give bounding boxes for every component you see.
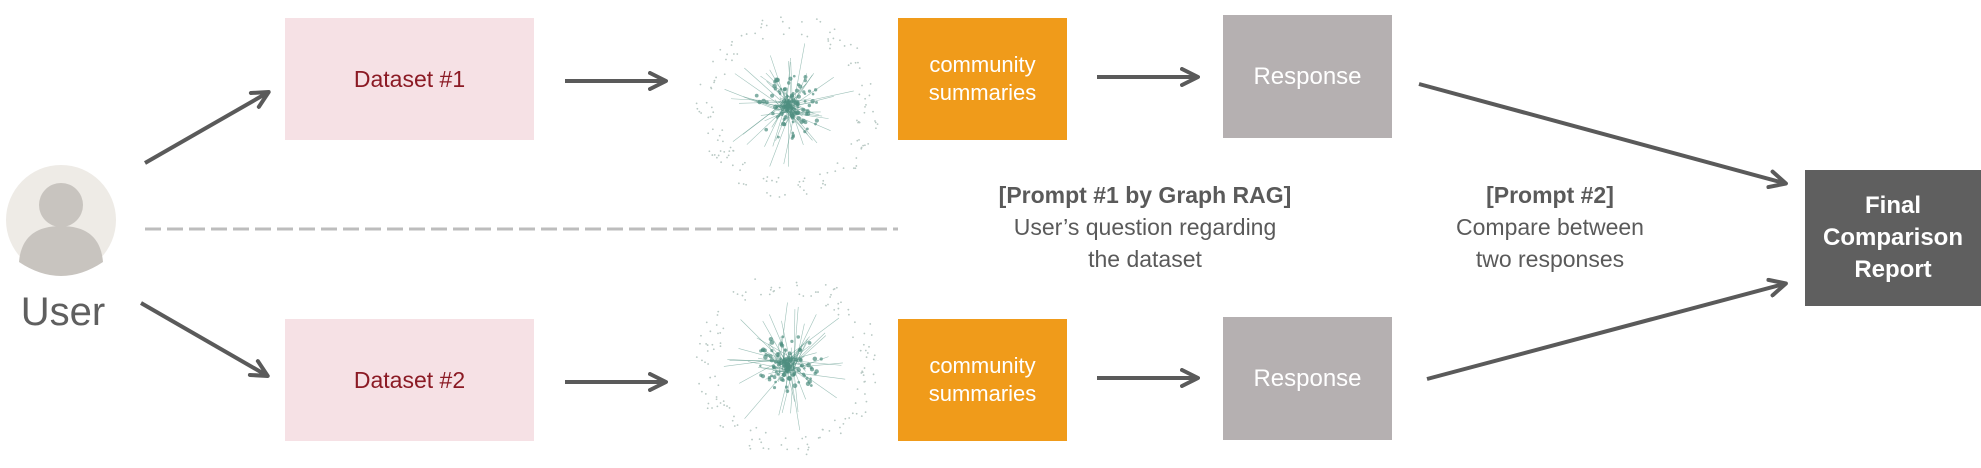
arrow-response-1-to-final	[1418, 82, 1788, 190]
arrow-user-to-dataset-1	[144, 90, 271, 165]
response-2-label: Response	[1253, 364, 1362, 392]
prompt-1-line1: User’s question regarding	[1013, 214, 1277, 240]
final-comparison-report-box: Final Comparison Report	[1805, 170, 1981, 306]
prompt-2-line2: two responses	[1475, 246, 1625, 272]
community-summaries-2-line2: summaries	[928, 381, 1037, 406]
prompt-2-caption: [Prompt #2] Compare between two response…	[1415, 179, 1685, 275]
user-label: User	[20, 290, 106, 334]
knowledge-graph-2	[695, 278, 877, 456]
community-summaries-1-line1: community	[929, 52, 1036, 77]
final-report-line3: Report	[1854, 256, 1932, 283]
knowledge-graph-1	[695, 16, 879, 198]
response-1-label: Response	[1253, 62, 1362, 90]
dataset-1-label: Dataset #1	[353, 65, 466, 92]
response-2-box: Response	[1223, 317, 1392, 440]
community-summaries-1-box: community summaries	[898, 18, 1067, 140]
prompt-1-title: [Prompt #1 by Graph RAG]	[998, 182, 1292, 208]
prompt-1-line2: the dataset	[1088, 246, 1202, 272]
arrow-user-to-dataset-2	[140, 301, 270, 378]
prompt-1-caption: [Prompt #1 by Graph RAG] User’s question…	[975, 179, 1315, 275]
prompt-2-line1: Compare between	[1456, 214, 1644, 240]
response-1-box: Response	[1223, 15, 1392, 138]
dataset-1-box: Dataset #1	[285, 18, 534, 140]
final-report-line2: Comparison	[1822, 224, 1963, 251]
dataset-2-label: Dataset #2	[353, 366, 466, 393]
arrow-response-2-to-final	[1426, 277, 1788, 381]
user-avatar-icon	[6, 165, 116, 276]
final-report-line1: Final	[1864, 192, 1921, 219]
community-summaries-2-box: community summaries	[898, 319, 1067, 441]
community-summaries-2-line1: community	[929, 353, 1036, 378]
community-summaries-1-line2: summaries	[928, 80, 1037, 105]
prompt-2-title: [Prompt #2]	[1486, 182, 1614, 208]
dataset-2-box: Dataset #2	[285, 319, 534, 441]
